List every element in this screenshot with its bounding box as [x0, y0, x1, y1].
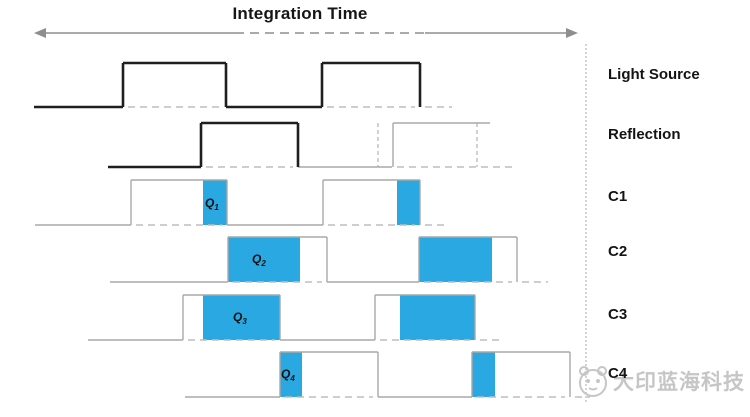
waveform-light-source	[34, 61, 452, 109]
row-label-c4: C4	[608, 365, 628, 382]
charge-label-q4: Q4	[281, 367, 295, 383]
waveform-c2: Q2	[110, 236, 548, 283]
row-label-c3: C3	[608, 306, 628, 323]
waveform-c1: Q1	[35, 179, 449, 226]
charge-fill-c1	[203, 180, 227, 225]
waveform-reflection	[108, 121, 516, 169]
integration-time-arrow	[34, 28, 578, 38]
charge-label-q2: Q2	[252, 252, 266, 268]
charge-label-q3: Q3	[233, 310, 247, 326]
charge-fill-c4	[472, 352, 495, 397]
charge-fill-c3	[400, 295, 475, 340]
waveform-c4: Q4	[185, 351, 590, 398]
row-label-light-source: Light Source	[608, 66, 700, 83]
row-label-c1: C1	[608, 188, 628, 205]
watermark-text: 大印蓝海科技	[613, 371, 745, 394]
watermark: 大印蓝海科技	[576, 362, 745, 400]
charge-fill-c1	[397, 180, 420, 225]
charge-fill-c2	[228, 237, 300, 282]
panda-logo-icon	[579, 366, 607, 397]
row-label-reflection: Reflection	[608, 126, 681, 143]
label-separator-line	[585, 44, 587, 402]
integration-time-title: Integration Time	[232, 4, 368, 23]
row-label-c2: C2	[608, 243, 628, 260]
waveform-c3: Q3	[88, 294, 501, 341]
charge-fill-c4	[280, 352, 302, 397]
charge-fill-c3	[203, 295, 280, 340]
charge-label-q1: Q1	[205, 196, 219, 212]
charge-fill-c2	[419, 237, 492, 282]
